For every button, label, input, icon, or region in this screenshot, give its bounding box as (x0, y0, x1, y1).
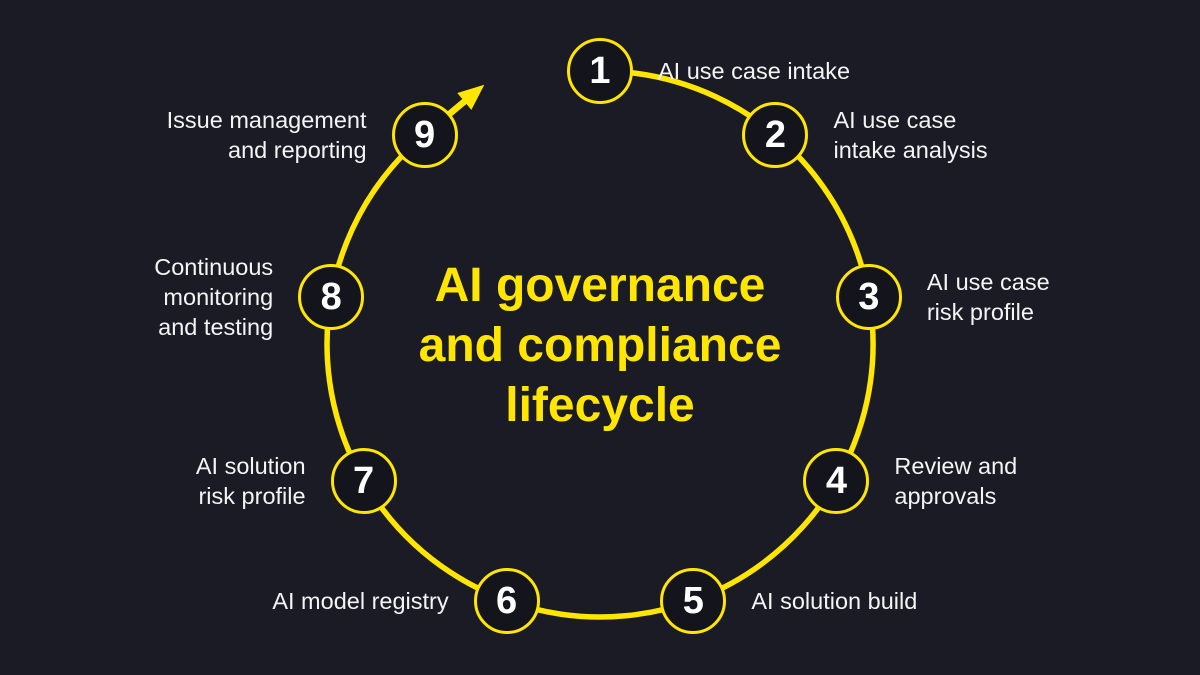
step-label-1: AI use case intake (658, 58, 851, 84)
step-node-5: 5 (660, 567, 727, 634)
step-number: 8 (320, 275, 342, 318)
step-node-6: 6 (473, 567, 540, 634)
step-label-4: Review and approvals (894, 452, 1018, 509)
step-number: 9 (413, 113, 436, 156)
step-label-8: Continuous monitoring and testing (154, 253, 274, 340)
step-label-5: AI solution build (751, 587, 918, 614)
step-node-4: 4 (803, 447, 870, 514)
step-label-3: AI use case risk profile (926, 268, 1050, 325)
step-node-3: 3 (835, 263, 902, 330)
step-node-8: 8 (298, 263, 365, 330)
arrow-shaft (447, 96, 470, 117)
step-node-1: 1 (567, 38, 633, 104)
diagram-title: AI governance and compliance lifecycle (418, 259, 782, 432)
step-node-2: 2 (742, 101, 809, 168)
step-number: 6 (496, 579, 518, 622)
arrowhead-icon (457, 84, 485, 110)
step-number: 7 (352, 459, 375, 502)
step-number: 4 (825, 459, 847, 502)
step-number: 2 (764, 113, 787, 156)
step-number: 5 (682, 579, 704, 622)
step-node-9: 9 (391, 101, 458, 168)
step-label-6: AI model registry (272, 587, 449, 614)
step-label-2: AI use case intake analysis (833, 106, 988, 163)
step-label-9: Issue management and reporting (166, 106, 367, 163)
arrow-up-right-icon (447, 84, 485, 117)
step-label-7: AI solution risk profile (195, 452, 306, 509)
step-number: 1 (589, 50, 611, 92)
step-node-7: 7 (330, 447, 397, 514)
step-number: 3 (858, 275, 880, 318)
